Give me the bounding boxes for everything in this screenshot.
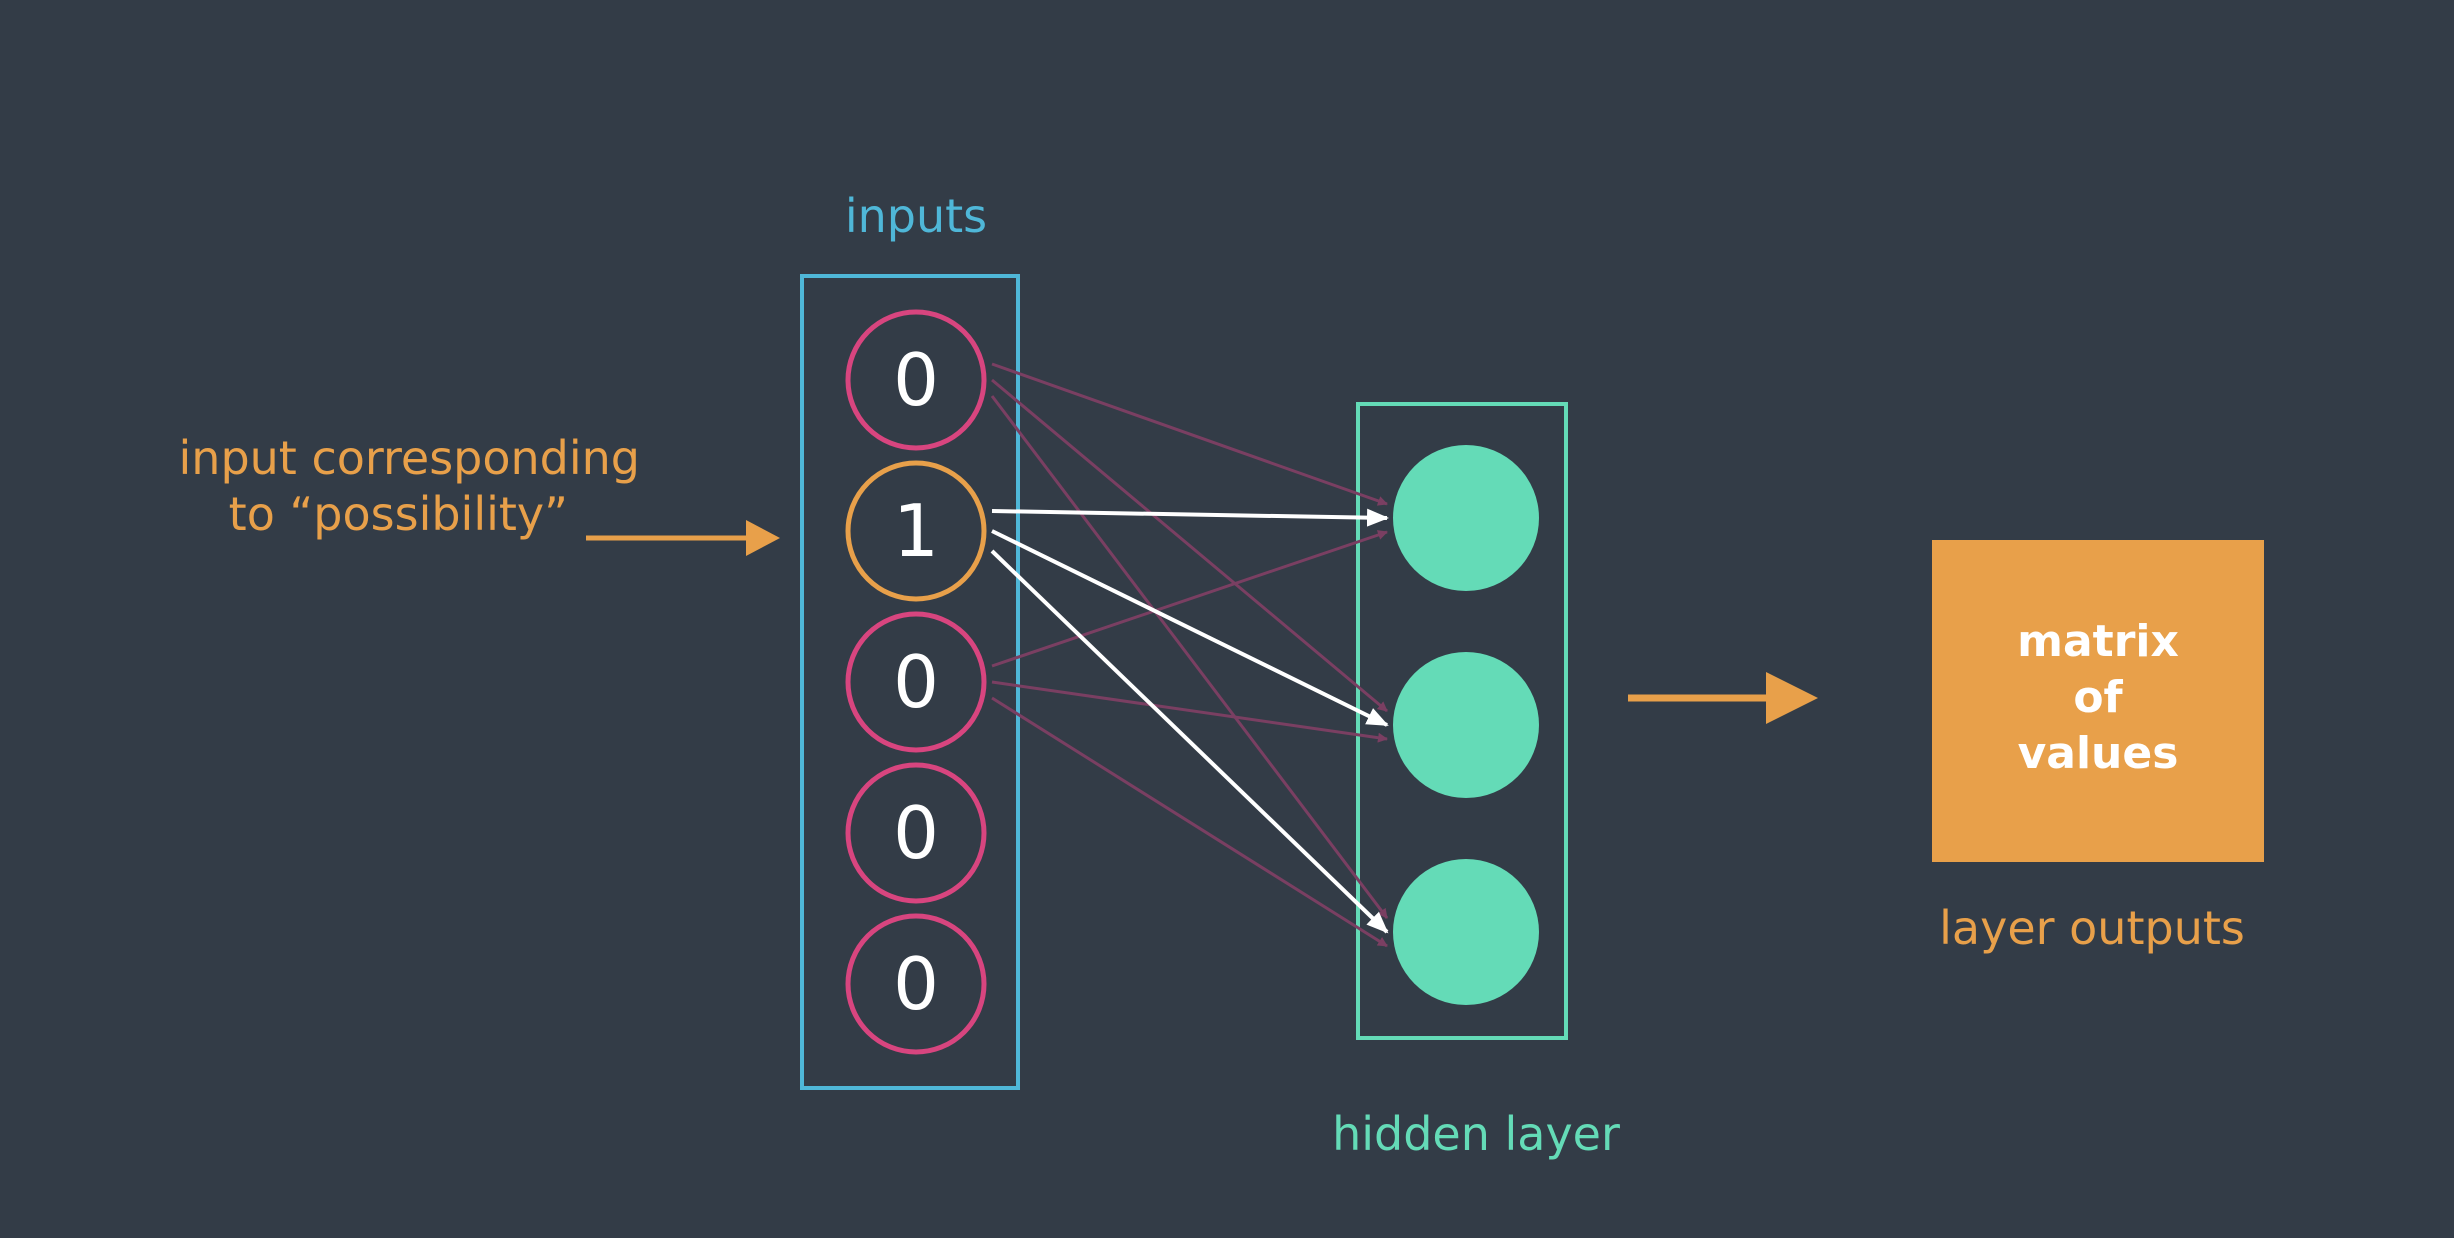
hidden-node	[1393, 652, 1539, 798]
active-connections	[990, 508, 1389, 934]
input-node-value: 0	[893, 640, 939, 724]
weak-connections	[990, 362, 1389, 948]
hidden-nodes	[1393, 445, 1539, 1005]
active-connection	[991, 508, 1389, 527]
input-annotation-line-2: to “possibility”	[229, 487, 568, 541]
matrix-box-line-1: matrix	[2017, 616, 2179, 667]
active-connection	[991, 529, 1389, 727]
input-annotation-line-1: input corresponding	[179, 431, 640, 485]
inputs-label: inputs	[845, 189, 987, 243]
output-arrow	[1628, 672, 1818, 724]
input-node-value: 0	[893, 791, 939, 875]
input-layer-box	[800, 274, 1020, 1090]
weak-connection	[990, 395, 1389, 919]
matrix-box-line-3: values	[2018, 728, 2179, 779]
input-node	[845, 762, 987, 904]
input-nodes: 0 1 0 0 0	[845, 309, 987, 1055]
input-node-value: 0	[893, 942, 939, 1026]
weak-connection	[991, 362, 1388, 506]
active-connection	[990, 549, 1389, 934]
input-node	[845, 913, 987, 1055]
weak-connection	[991, 680, 1388, 743]
annotation-arrow	[586, 520, 780, 556]
hidden-node	[1393, 445, 1539, 591]
hidden-layer-box	[1356, 402, 1568, 1040]
weak-connection	[991, 530, 1388, 668]
input-node	[845, 611, 987, 753]
input-node-value: 0	[893, 338, 939, 422]
layer-outputs-label: layer outputs	[1939, 901, 2245, 955]
weak-connection	[991, 696, 1388, 948]
input-node-value: 1	[893, 489, 939, 573]
weak-connection	[991, 378, 1388, 713]
input-node	[845, 309, 987, 451]
hidden-layer-label: hidden layer	[1332, 1107, 1620, 1161]
hidden-node	[1393, 859, 1539, 1005]
matrix-of-values-box	[1932, 540, 2264, 862]
matrix-box-line-2: of	[2073, 672, 2123, 723]
input-node-active	[845, 460, 987, 602]
